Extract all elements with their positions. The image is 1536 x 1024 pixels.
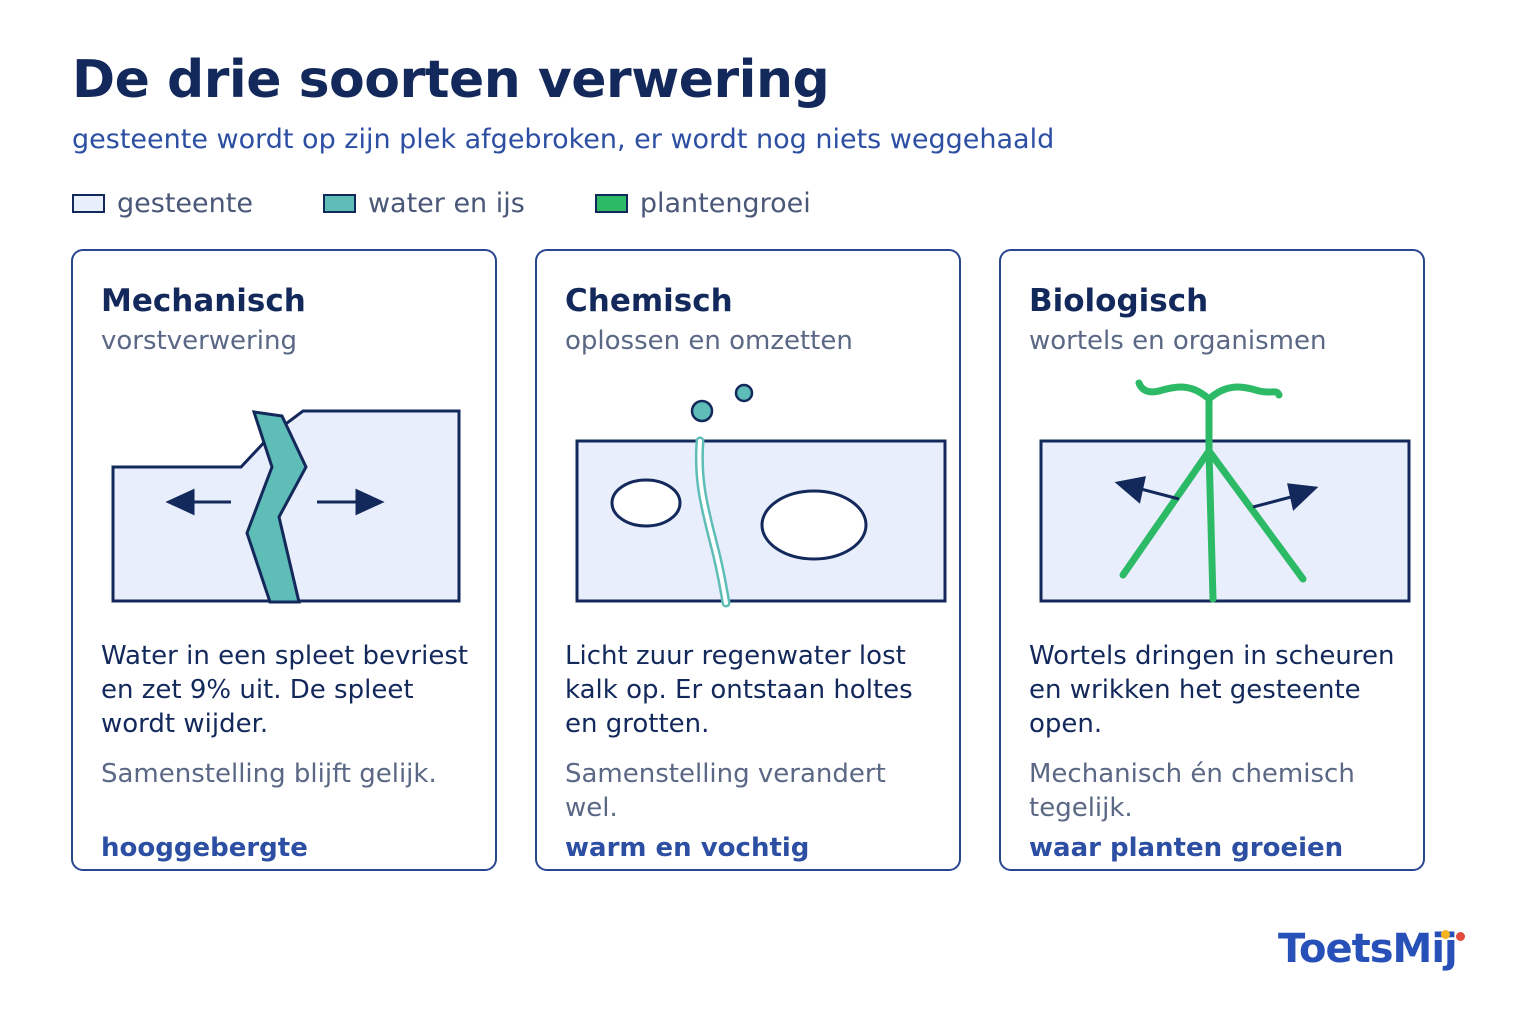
legend-label: plantengroei <box>639 188 811 219</box>
card-chemical: Chemisch oplossen en omzetten Licht zuur… <box>535 249 961 871</box>
legend-item-plant: plantengroei <box>594 188 811 219</box>
card-subtitle: wortels en organismen <box>1029 326 1327 356</box>
card-title: Biologisch <box>1029 283 1209 319</box>
page-title: De drie soorten verwering <box>72 50 830 110</box>
legend-item-rock: gesteente <box>72 188 253 219</box>
water-channel-core <box>697 439 728 605</box>
arrow-left-icon <box>165 488 231 516</box>
cavity-large <box>760 489 868 561</box>
plant-roots-icon <box>1119 379 1307 603</box>
legend-swatch-water <box>322 194 356 213</box>
brand-logo: ToetsMij <box>1278 926 1458 972</box>
card-title: Chemisch <box>565 283 733 319</box>
arrow-right-icon <box>317 488 385 516</box>
card-note: Samenstelling blijft gelijk. <box>101 759 437 789</box>
card-description: Wortels dringen in scheuren en wrikken h… <box>1029 641 1395 739</box>
card-note: Samenstelling verandert wel. <box>565 759 886 823</box>
legend-swatch-plant <box>594 194 628 213</box>
legend-label: gesteente <box>117 188 253 219</box>
bubble-icon <box>690 399 714 423</box>
page-subtitle: gesteente wordt op zijn plek afgebroken,… <box>72 124 1055 155</box>
card-title: Mechanisch <box>101 283 306 319</box>
legend-label: water en ijs <box>367 188 525 219</box>
card-mechanical: Mechanisch vorstverwering Water in een s… <box>71 249 497 871</box>
frost-weathering-illustration <box>111 409 461 604</box>
legend: gesteente water en ijs plantengroei <box>72 188 881 219</box>
arrow-right-icon <box>1252 483 1319 511</box>
bubble-icon <box>734 383 754 403</box>
chemical-weathering-illustration <box>575 383 947 608</box>
card-subtitle: oplossen en omzetten <box>565 326 853 356</box>
legend-item-water: water en ijs <box>322 188 525 219</box>
card-place: hooggebergte <box>101 833 308 863</box>
legend-swatch-rock <box>72 194 105 213</box>
logo-dot-icon <box>1441 930 1450 939</box>
card-place: warm en vochtig <box>565 833 810 863</box>
logo-dot-icon <box>1456 932 1465 941</box>
arrow-left-icon <box>1114 476 1180 504</box>
ice-wedge <box>245 410 308 604</box>
card-place: waar planten groeien <box>1029 833 1344 863</box>
card-description: Water in een spleet bevriest en zet 9% u… <box>101 641 469 739</box>
card-subtitle: vorstverwering <box>101 326 297 356</box>
cavity-small <box>610 478 682 528</box>
card-note: Mechanisch én chemisch tegelijk. <box>1029 759 1355 823</box>
card-description: Licht zuur regenwater lost kalk op. Er o… <box>565 641 913 739</box>
root-weathering-illustration <box>1039 379 1411 603</box>
card-biological: Biologisch wortels en organismen Wortels… <box>999 249 1425 871</box>
rock-block <box>1039 439 1411 603</box>
